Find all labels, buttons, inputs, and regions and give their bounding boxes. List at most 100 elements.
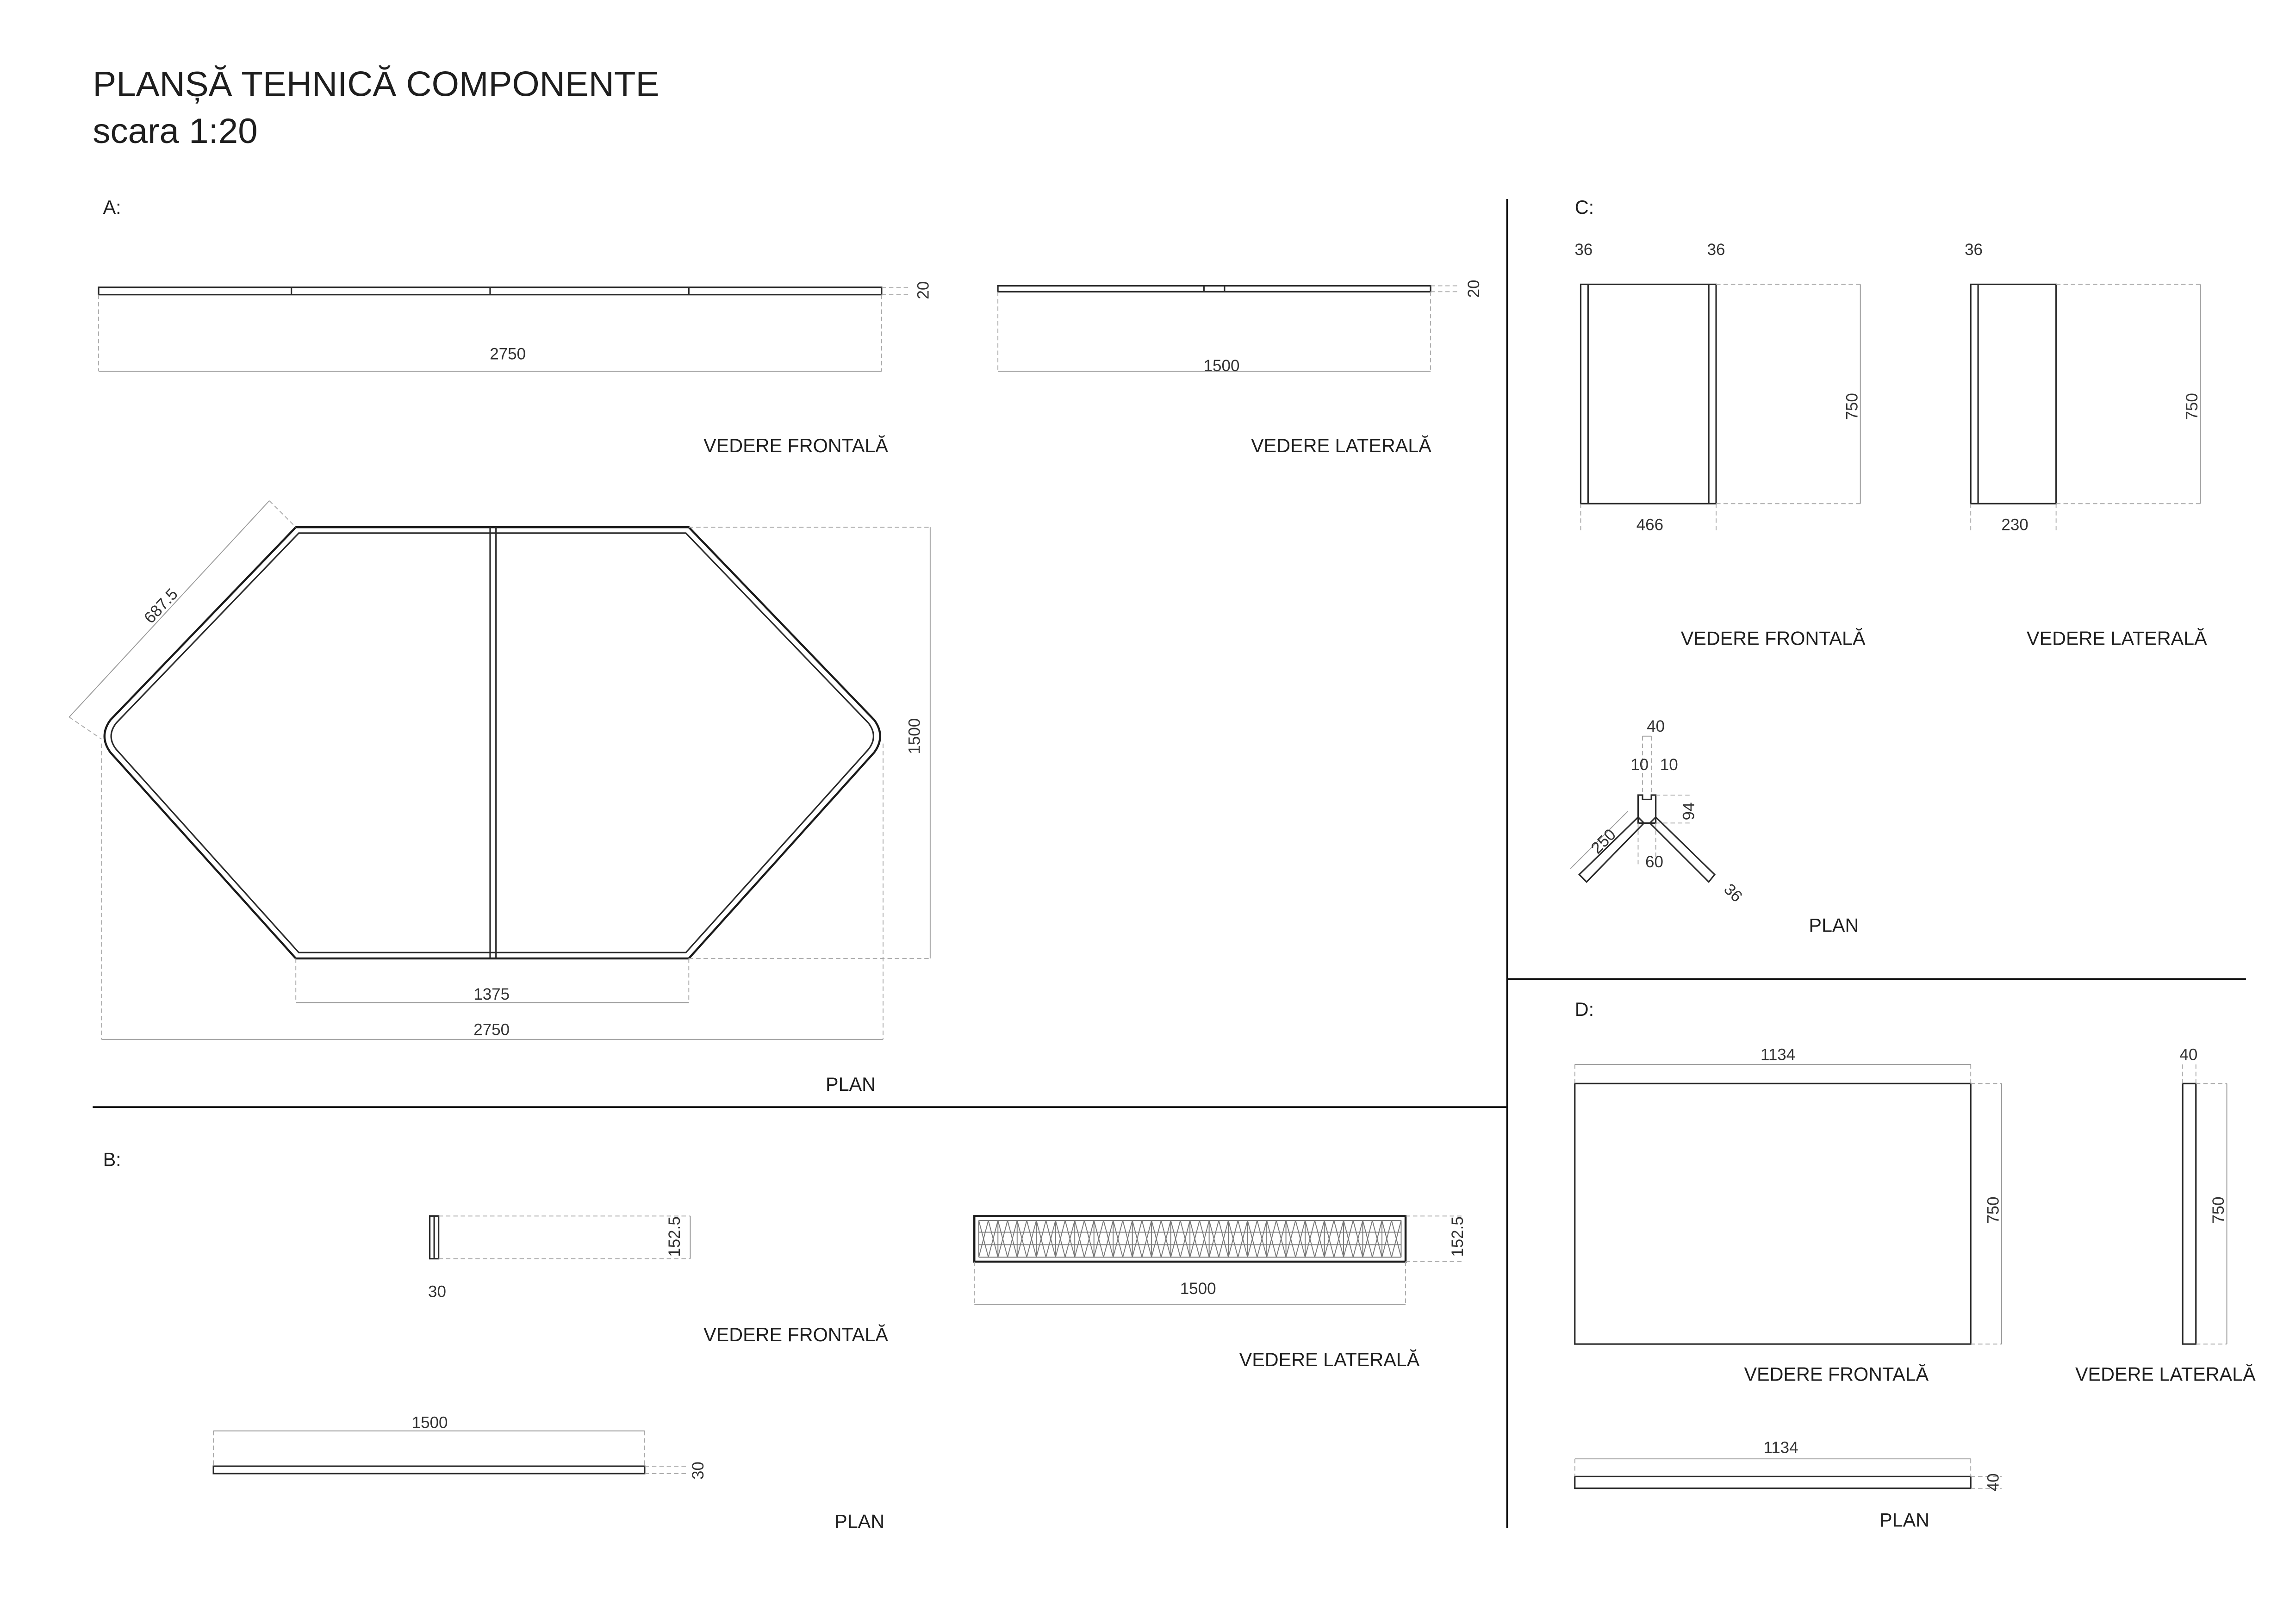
truss-pattern (978, 1220, 1402, 1258)
truss-diagonal (1362, 1220, 1373, 1257)
view-title: VEDERE FRONTALĂ (1681, 628, 1866, 649)
dim-height: 152.5 (1449, 1216, 1467, 1257)
d-side-view: 40 750 VEDERE LATERALĂ (2075, 1045, 2256, 1385)
section-a: A: 2750 20 VEDERE FRONTALĂ 1500 20 (68, 197, 1483, 1095)
section-b-label: B: (103, 1149, 121, 1170)
d-front-panel (1574, 1083, 1972, 1345)
connector-arm-right (1649, 816, 1716, 883)
c-plan-view: 40 10 10 94 60 250 36 PLAN (1570, 717, 1859, 936)
truss-diagonal (1199, 1220, 1210, 1257)
truss-diagonal (1295, 1220, 1306, 1257)
dim-inner: 1375 (473, 985, 510, 1003)
dim-width: 1500 (1204, 357, 1240, 375)
dim-depth: 1500 (906, 718, 924, 754)
view-title: PLAN (1879, 1509, 1929, 1531)
d-plan-panel (1574, 1475, 1972, 1489)
view-title: VEDERE FRONTALĂ (703, 435, 888, 456)
truss-diagonal (1016, 1220, 1027, 1257)
view-title: PLAN (834, 1511, 884, 1532)
truss-diagonal (1093, 1220, 1104, 1257)
truss-diagonal (997, 1220, 1008, 1257)
truss-diagonal (1026, 1220, 1037, 1257)
truss-diagonal (1141, 1220, 1152, 1257)
truss-diagonal (1391, 1220, 1402, 1257)
truss-diagonal (1333, 1220, 1344, 1257)
truss-diagonal (1180, 1220, 1191, 1257)
truss-diagonal (1084, 1220, 1095, 1257)
dim-thickness: 36 (1965, 241, 1983, 259)
dim-width: 466 (1636, 516, 1663, 534)
truss-diagonal (1122, 1220, 1133, 1257)
c-front-view: 36 36 750 466 VEDERE FRONTALĂ (1574, 241, 1866, 649)
truss-diagonal (1132, 1220, 1143, 1257)
c-front-panel (1580, 283, 1717, 504)
a-plan-view: 687.5 1500 1375 2750 PLAN (68, 500, 931, 1095)
truss-diagonal (1276, 1220, 1287, 1257)
dim-length: 1500 (412, 1413, 448, 1431)
section-d-label: D: (1575, 999, 1594, 1020)
dim-10-right: 10 (1660, 756, 1678, 774)
truss-diagonal (1228, 1220, 1238, 1257)
truss-diagonal (1257, 1220, 1268, 1257)
truss-diagonal (1208, 1220, 1220, 1257)
truss-diagonal (1189, 1220, 1200, 1257)
dim-width: 30 (689, 1462, 707, 1480)
dim-height: 152.5 (666, 1216, 684, 1257)
dim-width: 2750 (490, 345, 526, 363)
b-front-view: 152.5 30 VEDERE FRONTALĂ (428, 1215, 888, 1345)
view-title: VEDERE FRONTALĂ (1744, 1364, 1929, 1385)
truss-diagonal (1266, 1220, 1277, 1257)
view-title: VEDERE LATERALĂ (1251, 435, 1431, 456)
dim-40: 40 (1647, 717, 1665, 735)
dim-line-diagonal (68, 500, 270, 718)
truss-diagonal (1218, 1220, 1229, 1257)
truss-diagonal (1151, 1220, 1162, 1257)
truss-diagonal (1305, 1220, 1315, 1257)
dim-width: 30 (428, 1282, 446, 1300)
dim-width: 1134 (1763, 1438, 1798, 1456)
a-side-board (997, 285, 1431, 292)
dim-arm-thickness: 36 (1720, 880, 1746, 906)
truss-diagonal (988, 1220, 999, 1257)
truss-diagonal (1170, 1220, 1181, 1257)
dim-60: 60 (1645, 853, 1663, 871)
dim-height: 750 (1843, 393, 1861, 420)
view-title: VEDERE LATERALĂ (2027, 628, 2207, 649)
truss-diagonal (1074, 1220, 1085, 1257)
sheet-scale: scara 1:20 (93, 112, 257, 151)
view-title: VEDERE FRONTALĂ (703, 1324, 888, 1345)
truss-diagonal (1285, 1220, 1296, 1257)
dim-overall: 2750 (473, 1020, 510, 1039)
a-side-view: 1500 20 VEDERE LATERALĂ (997, 280, 1483, 456)
dim-left-thickness: 36 (1574, 241, 1593, 259)
view-title: VEDERE LATERALĂ (1239, 1349, 1420, 1370)
section-c: C: 36 36 750 466 VEDERE FRONTALĂ 36 750 (1570, 197, 2207, 936)
view-title: PLAN (1809, 915, 1859, 936)
dim-diagonal: 687.5 (141, 585, 181, 627)
hexagon-inner-outline (110, 532, 874, 953)
truss-diagonal (1343, 1220, 1354, 1257)
truss-diagonal (1237, 1220, 1248, 1257)
truss-diagonal (1036, 1220, 1046, 1257)
connector-arm-left (1578, 816, 1645, 883)
dim-right-thickness: 36 (1707, 241, 1725, 259)
dim-thickness: 20 (1465, 280, 1483, 298)
section-b: B: 152.5 30 VEDERE FRONTALĂ 152.5 1500 V… (103, 1149, 1467, 1532)
a-front-view: 2750 20 VEDERE FRONTALĂ (98, 281, 933, 456)
section-a-label: A: (103, 197, 121, 218)
section-d: D: 1134 750 VEDERE FRONTALĂ 40 750 VEDER… (1574, 999, 2256, 1531)
dim-line (1570, 811, 1628, 869)
d-front-view: 1134 750 VEDERE FRONTALĂ (1574, 1045, 2003, 1385)
b-plan-profile (212, 1465, 646, 1475)
dim-height: 750 (1985, 1197, 2003, 1224)
section-c-label: C: (1575, 197, 1594, 218)
b-side-view: 152.5 1500 VEDERE LATERALĂ (973, 1215, 1467, 1370)
truss-diagonal (1045, 1220, 1056, 1257)
truss-diagonal (1007, 1220, 1018, 1257)
dim-width: 230 (2001, 516, 2028, 534)
dim-extension (269, 500, 296, 528)
truss-diagonal (1381, 1220, 1392, 1257)
truss-diagonal (1247, 1220, 1258, 1257)
dim-extension (68, 716, 102, 740)
dim-thickness: 40 (1985, 1474, 2003, 1492)
